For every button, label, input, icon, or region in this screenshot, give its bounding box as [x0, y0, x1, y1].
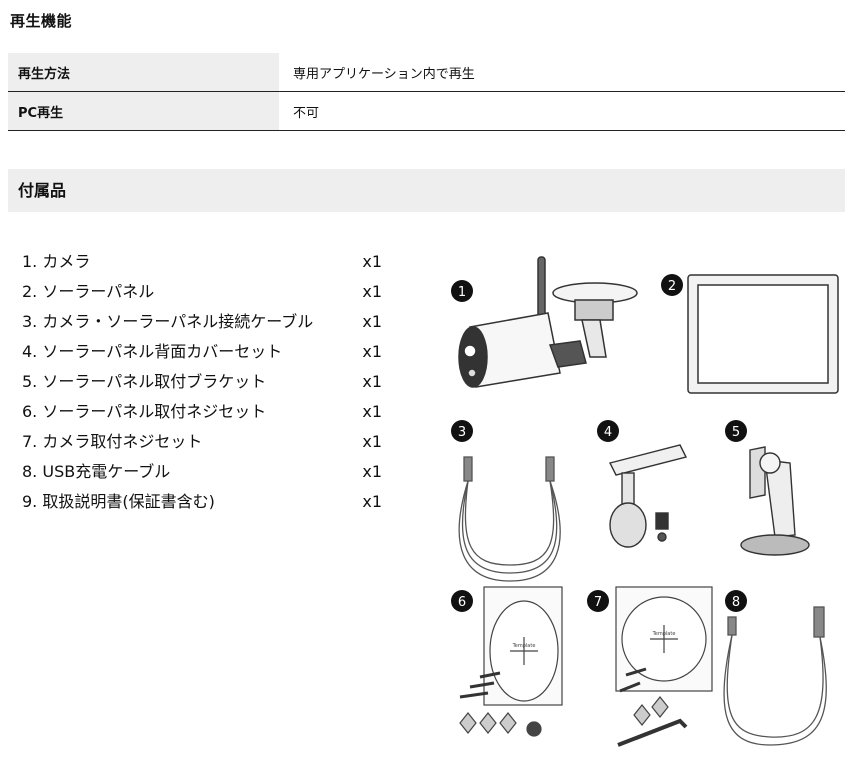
item-qty: x1	[362, 282, 382, 301]
playback-spec-table: 再生方法 専用アプリケーション内で再生 PC再生 不可	[8, 53, 845, 131]
badge-group: 1 2 3 4 5 6 7 8	[451, 274, 747, 612]
number-badge: 4	[597, 420, 619, 442]
number-badge: 5	[725, 420, 747, 442]
list-item: 5. ソーラーパネル取付ブラケット x1	[22, 367, 392, 397]
spec-label: PC再生	[8, 91, 279, 131]
table-row: 再生方法 専用アプリケーション内で再生	[8, 53, 845, 92]
item-name: 7. カメラ取付ネジセット	[22, 432, 203, 451]
item-qty: x1	[362, 402, 382, 421]
list-item: 8. USB充電ケーブル x1	[22, 457, 392, 487]
item-qty: x1	[362, 342, 382, 361]
solar-screw-set-illustration	[459, 586, 563, 737]
number-badge: 1	[451, 280, 473, 302]
mount-bracket-illustration	[740, 446, 810, 556]
svg-text:4: 4	[604, 425, 612, 440]
spec-label: 再生方法	[8, 53, 279, 92]
solar-panel-illustration	[687, 274, 839, 394]
number-badge: 7	[587, 590, 609, 612]
number-badge: 6	[451, 590, 473, 612]
spec-value: 専用アプリケーション内で再生	[279, 53, 845, 92]
template-label: Template	[652, 631, 676, 637]
list-item: 3. カメラ・ソーラーパネル接続ケーブル x1	[22, 307, 392, 337]
item-name: 5. ソーラーパネル取付ブラケット	[22, 372, 267, 391]
template-label: Template	[512, 643, 536, 649]
spec-value: 不可	[279, 91, 845, 131]
svg-text:6: 6	[458, 595, 466, 610]
item-name: 1. カメラ	[22, 252, 91, 271]
item-qty: x1	[362, 372, 382, 391]
back-cover-illustration	[608, 444, 688, 548]
camera-illustration	[458, 256, 638, 388]
item-name: 6. ソーラーパネル取付ネジセット	[22, 402, 267, 421]
list-item: 9. 取扱説明書(保証書含む) x1	[22, 487, 392, 517]
connection-cable-illustration	[458, 456, 561, 582]
number-badge: 2	[661, 274, 683, 296]
item-qty: x1	[362, 492, 382, 511]
list-item: 7. カメラ取付ネジセット x1	[22, 427, 392, 457]
accessories-heading: 付属品	[8, 169, 845, 212]
item-name: 4. ソーラーパネル背面カバーセット	[22, 342, 283, 361]
number-badge: 3	[451, 420, 473, 442]
section-heading: 再生機能	[10, 12, 73, 30]
list-item: 4. ソーラーパネル背面カバーセット x1	[22, 337, 392, 367]
camera-screw-set-illustration	[615, 586, 713, 747]
svg-text:1: 1	[458, 285, 466, 300]
accessories-illustration: 1 2 3 4 5 6 7 8 Template Template	[451, 256, 839, 747]
svg-text:5: 5	[732, 425, 740, 440]
item-name: 9. 取扱説明書(保証書含む)	[22, 492, 215, 511]
table-row: PC再生 不可	[8, 91, 845, 131]
number-badge: 8	[725, 590, 747, 612]
svg-text:8: 8	[732, 595, 740, 610]
svg-text:3: 3	[458, 425, 466, 440]
item-qty: x1	[362, 432, 382, 451]
item-qty: x1	[362, 462, 382, 481]
item-qty: x1	[362, 252, 382, 271]
item-name: 8. USB充電ケーブル	[22, 462, 171, 481]
usb-cable-illustration	[723, 606, 827, 746]
list-item: 2. ソーラーパネル x1	[22, 277, 392, 307]
item-name: 2. ソーラーパネル	[22, 282, 155, 301]
svg-text:7: 7	[594, 595, 602, 610]
item-name: 3. カメラ・ソーラーパネル接続ケーブル	[22, 312, 314, 331]
list-item: 1. カメラ x1	[22, 247, 392, 277]
list-item: 6. ソーラーパネル取付ネジセット x1	[22, 397, 392, 427]
svg-text:2: 2	[668, 279, 676, 294]
accessory-list: 1. カメラ x1 2. ソーラーパネル x1 3. カメラ・ソーラーパネル接続ケー…	[22, 247, 392, 517]
item-qty: x1	[362, 312, 382, 331]
